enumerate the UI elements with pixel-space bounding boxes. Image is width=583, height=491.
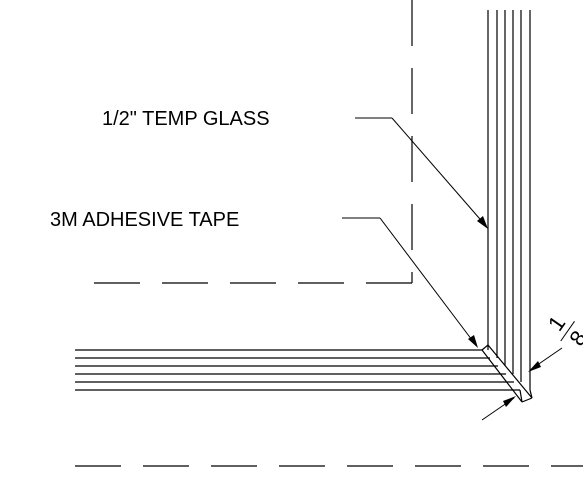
glass-leader-arrowhead [477, 216, 488, 229]
fraction-bar [560, 321, 575, 342]
tape-edge-line [481, 349, 523, 403]
vertical-glass-pane [487, 10, 531, 390]
tape-callout: 3M ADHESIVE TAPE [50, 209, 478, 348]
horizontal-glass-pane [75, 349, 520, 391]
glass-callout: 1/2" TEMP GLASS [102, 108, 488, 229]
tape-end-line [481, 344, 489, 351]
dimension-arrow-upper [528, 361, 541, 372]
glass-callout-label: 1/2" TEMP GLASS [102, 108, 270, 130]
tape-edge-line [487, 344, 533, 399]
glass-corner-line [519, 389, 523, 403]
tape-end-line [521, 397, 533, 403]
hidden-frame-outline [75, 0, 583, 467]
glass-leader-line [391, 117, 487, 227]
dimension-arrow-lower [503, 396, 516, 407]
glass-corner-line [529, 389, 533, 399]
adhesive-tape-joint [481, 344, 533, 403]
tape-callout-label: 3M ADHESIVE TAPE [50, 209, 239, 231]
tape-leader-line [379, 217, 476, 345]
tape-leader-arrowhead [468, 335, 478, 348]
